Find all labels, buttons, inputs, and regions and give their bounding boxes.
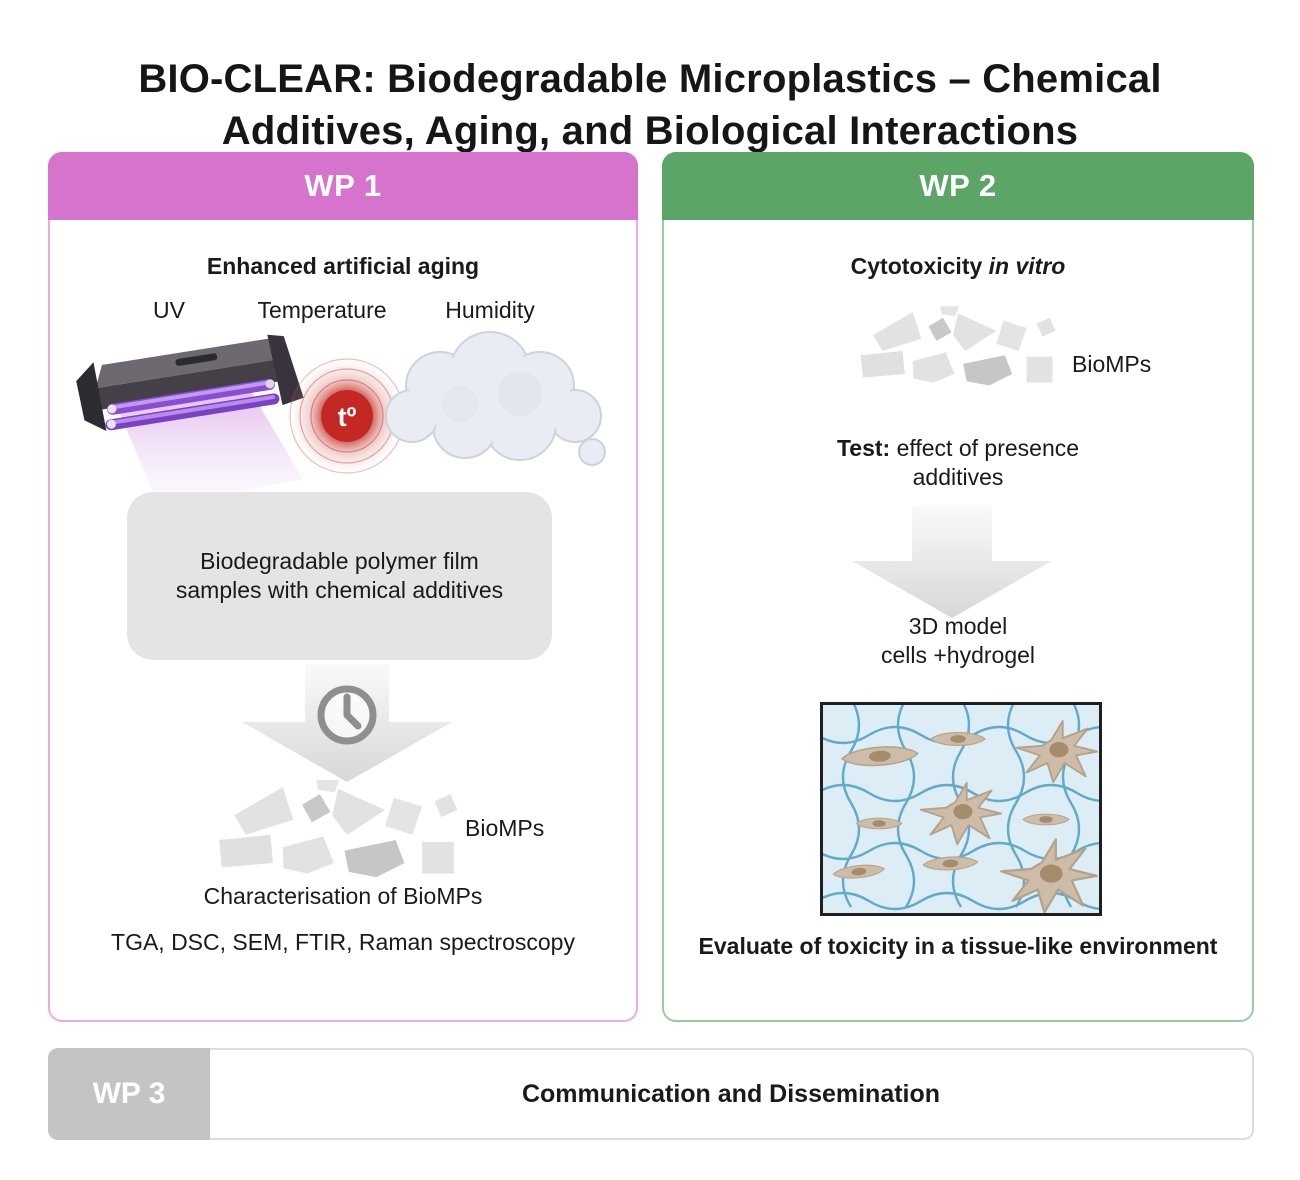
model-text: 3D model cells +hydrogel	[664, 612, 1252, 670]
model-line2: cells +hydrogel	[880, 641, 1036, 668]
biomps-label: BioMPs	[465, 815, 545, 841]
wp1-panel: WP 1 Enhanced artificial aging UV Temper…	[48, 152, 638, 1022]
hydrogel-mesh-icon	[823, 705, 1099, 913]
test-text: Test: effect of presence additives	[664, 434, 1252, 492]
microplastic-fragments-icon	[219, 780, 458, 878]
wp2-header: WP 2	[662, 152, 1254, 220]
factor-label-humidity: Humidity	[445, 297, 535, 323]
temperature-icon: tº	[287, 356, 407, 476]
factor-label-temperature: Temperature	[257, 297, 387, 323]
page-title: BIO-CLEAR: Biodegradable Microplastics –…	[138, 56, 1162, 153]
wp3-content-text: Communication and Dissemination	[521, 1079, 941, 1108]
cytotoxicity-text: Cytotoxicity	[850, 253, 989, 279]
test-rest-text: effect of presence additives	[890, 435, 1080, 490]
wp3-label: WP 3	[48, 1048, 210, 1140]
wp2-panel: WP 2 Cytotoxicity in vitro BioMPs Test: …	[662, 152, 1254, 1022]
wp2-section-title: Cytotoxicity in vitro	[664, 252, 1252, 281]
wp1-section-title: Enhanced artificial aging	[206, 253, 480, 279]
hydrogel-cells-image	[820, 702, 1102, 916]
wp1-header: WP 1	[48, 152, 638, 220]
wp3-bar: WP 3 Communication and Dissemination	[48, 1048, 1254, 1140]
clock-icon	[317, 685, 377, 745]
evaluate-text: Evaluate of toxicity in a tissue-like en…	[698, 933, 1218, 959]
microplastic-fragments-icon	[860, 306, 1056, 386]
characterisation-text: Characterisation of BioMPs	[203, 883, 483, 909]
wp3-content: Communication and Dissemination	[210, 1048, 1254, 1140]
wp3-label-text: WP 3	[92, 1077, 166, 1110]
temperature-symbol: tº	[338, 402, 357, 432]
wp1-header-label: WP 1	[304, 168, 382, 203]
polymer-film-box: Biodegradable polymer film samples with …	[127, 492, 552, 660]
uv-lamp-icon	[76, 334, 304, 507]
methods-text: TGA, DSC, SEM, FTIR, Raman spectroscopy	[111, 929, 575, 955]
model-line1: 3D model	[908, 613, 1008, 639]
factor-label-uv: UV	[153, 297, 185, 323]
test-bold-text: Test:	[836, 435, 891, 461]
humidity-cloud-icon	[385, 331, 606, 466]
in-vitro-text: in vitro	[988, 253, 1066, 279]
polymer-film-box-text: Biodegradable polymer film samples with …	[175, 548, 504, 603]
biomps-label: BioMPs	[1072, 351, 1152, 377]
test-down-arrow-icon	[852, 506, 1052, 618]
wp2-header-label: WP 2	[919, 168, 997, 203]
